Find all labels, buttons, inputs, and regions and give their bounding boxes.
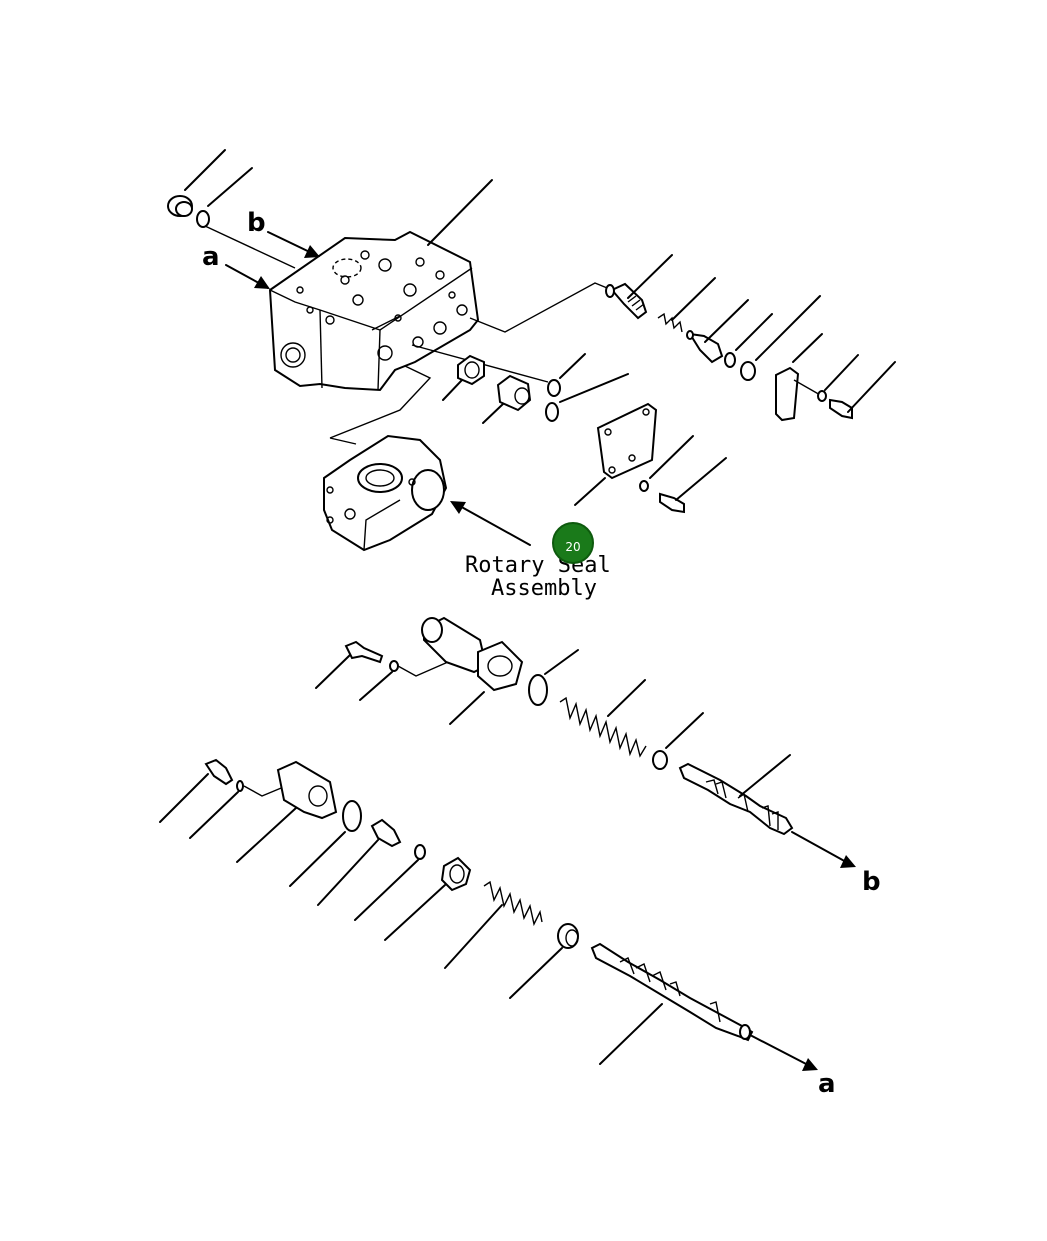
callout-b-bottom: b xyxy=(862,867,881,897)
callout-hotspot-20[interactable]: 20 xyxy=(552,522,594,564)
spool-part xyxy=(678,762,794,836)
bolt-part xyxy=(344,640,384,664)
bushing-part xyxy=(457,354,485,386)
bolt-part xyxy=(204,758,234,786)
washer-part xyxy=(652,750,668,770)
rotary-seal-assembly-part xyxy=(323,434,448,552)
retainer-part xyxy=(557,923,579,949)
poppet-part xyxy=(686,330,724,364)
sleeve-part xyxy=(496,374,532,412)
flange-part xyxy=(276,760,338,820)
washer-part xyxy=(414,844,426,860)
spring-part xyxy=(559,696,647,758)
plug-part xyxy=(370,818,402,848)
cover-plate-part xyxy=(596,402,658,480)
callout-a-bottom: a xyxy=(818,1069,836,1099)
lock-washer-part xyxy=(639,480,649,492)
lock-washer-part xyxy=(817,390,827,402)
lock-washer-part xyxy=(389,660,399,672)
o-ring-part xyxy=(740,361,756,381)
plug-part xyxy=(167,195,193,217)
o-ring-part xyxy=(545,402,559,422)
o-ring-part xyxy=(528,674,548,706)
hotspot-number: 20 xyxy=(565,540,580,554)
main-spool-part xyxy=(590,942,754,1042)
rotary-seal-caption-line2: Assembly xyxy=(491,576,597,601)
valve-body-part xyxy=(268,230,480,392)
relief-valve-part xyxy=(605,282,648,320)
callout-b-top: b xyxy=(247,208,266,238)
o-ring-part xyxy=(342,800,362,832)
bolt-part xyxy=(829,398,853,420)
bolt-part xyxy=(659,492,685,514)
flange-elbow-part xyxy=(421,616,524,692)
spring-part xyxy=(483,880,543,927)
spring-part xyxy=(657,312,683,333)
retainer-plate-part xyxy=(775,366,800,422)
o-ring-part xyxy=(547,379,561,397)
callout-a-top: a xyxy=(202,242,220,272)
lock-washer-part xyxy=(236,780,244,792)
seat-part xyxy=(440,856,472,892)
o-ring-part xyxy=(196,210,210,228)
o-ring-part xyxy=(724,352,736,368)
